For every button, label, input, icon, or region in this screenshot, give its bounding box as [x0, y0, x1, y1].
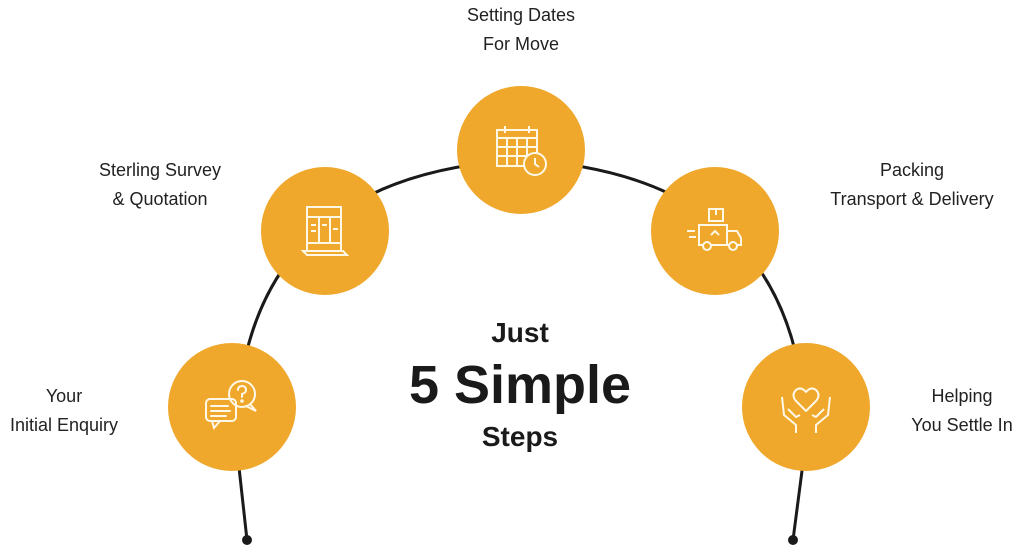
step-2-label: Sterling Survey & Quotation — [80, 156, 240, 214]
step-1-label: Your Initial Enquiry — [0, 382, 128, 440]
step-1-label-line2: Initial Enquiry — [9, 415, 119, 435]
chat-question-icon — [205, 380, 257, 431]
step-3-label-line1: Setting Dates — [466, 5, 576, 25]
step-1-circle — [168, 343, 296, 471]
step-5-label: Helping You Settle In — [900, 382, 1024, 440]
step-3-label-line2: For Move — [482, 34, 560, 54]
arc-end-dot — [788, 535, 798, 545]
step-5-circle — [742, 343, 870, 471]
step-1-label-line1: Your — [45, 386, 83, 406]
calendar-clock-icon — [496, 126, 547, 176]
step-4-label-line2: Transport & Delivery — [830, 189, 994, 209]
delivery-truck-icon — [687, 208, 742, 251]
step-2-label-line1: Sterling Survey — [98, 160, 222, 180]
arc-start-dot — [242, 535, 252, 545]
step-5-label-line2: You Settle In — [911, 415, 1013, 435]
step-3-circle — [457, 86, 585, 214]
title-line1: Just — [491, 317, 549, 348]
step-4-label-line1: Packing — [879, 160, 945, 180]
step-4-label: Packing Transport & Delivery — [812, 156, 1012, 214]
hands-heart-icon — [781, 387, 831, 433]
step-5-label-line1: Helping — [931, 386, 993, 406]
step-4-circle — [651, 167, 779, 295]
step-2-label-line2: & Quotation — [112, 189, 208, 209]
step-2-circle — [261, 167, 389, 295]
step-3-label: Setting Dates For Move — [441, 1, 601, 59]
center-title: Just 5 Simple Steps — [360, 315, 680, 455]
title-line2: 5 Simple — [408, 355, 632, 415]
title-line3: Steps — [481, 421, 559, 452]
document-icon — [300, 206, 350, 256]
